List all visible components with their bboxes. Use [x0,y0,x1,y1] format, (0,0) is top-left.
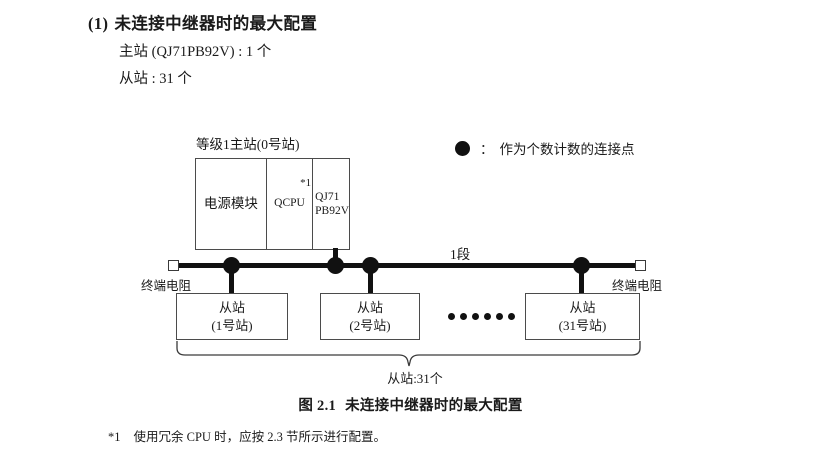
rack-cell-power-module: 电源模块 [196,159,267,249]
connection-dot-slave31 [573,257,590,274]
spec-master-count: 主站 (QJ71PB92V) : 1 个 [119,44,272,60]
slave-2-station: (2号站) [349,317,391,333]
slave-31-station: (31号站) [558,317,607,333]
ellipsis-dot [496,313,503,320]
slaves-group-brace-icon [176,341,641,367]
footnote-text: 使用冗余 CPU 时，应按 2.3 节所示进行配置。 [133,430,386,444]
terminating-resistor-right-icon [635,260,646,271]
bus-trunk-line [178,263,636,268]
legend-label: 作为个数计数的连接点 [499,142,635,157]
footnote-marker: *1 [108,430,121,444]
network-module-label: QJ71 PB92V [315,190,349,219]
figure-caption: 图 2.1 未连接中继器时的最大配置 [0,394,821,415]
slaves-group-label: 从站:31个 [387,371,443,386]
slave-31-name: 从站 [569,299,596,315]
slaves-ellipsis-icon [448,313,515,320]
terminating-resistor-left-label: 终端电阻 [141,279,192,293]
power-module-label: 电源模块 [203,196,258,212]
slave-2-name: 从站 [356,299,383,315]
slave-station-box-1: 从站 (1号站) [176,293,288,340]
master-station-caption: 等级1主站(0号站) [196,137,300,152]
rack-cell-network-module: QJ71 PB92V [313,159,349,249]
network-module-line2: PB92V [315,205,349,217]
network-module-line1: QJ71 [315,190,340,203]
slave-1-station: (1号站) [211,317,253,333]
ellipsis-dot [472,313,479,320]
section-title: 未连接中继器时的最大配置 [114,14,318,33]
legend: ： 作为个数计数的连接点 [455,138,635,158]
section-heading: (1) 未连接中继器时的最大配置 [88,10,317,34]
segment-label: 1段 [450,247,471,262]
cpu-label: QCPU [274,197,305,210]
ellipsis-dot [484,313,491,320]
ellipsis-dot [508,313,515,320]
master-rack: 电源模块 QCPU *1 QJ71 PB92V [195,158,350,250]
spec-slave-count: 从站 : 31 个 [119,71,192,87]
cpu-footnote-marker: *1 [300,177,312,189]
terminating-resistor-left-icon [168,260,179,271]
rack-cell-cpu: QCPU *1 [267,159,314,249]
slave1-drop-stem [229,266,234,294]
slave-station-box-2: 从站 (2号站) [320,293,420,340]
slave31-drop-stem [579,266,584,294]
legend-colon: ： [480,142,494,157]
figure-title: 未连接中继器时的最大配置 [345,398,523,414]
section-number: (1) [88,14,109,33]
terminating-resistor-right-label: 终端电阻 [612,279,663,293]
connection-dot-slave2 [362,257,379,274]
slave-1-name: 从站 [218,299,245,315]
ellipsis-dot [460,313,467,320]
figure-number: 图 2.1 [298,398,337,414]
slave-station-box-31: 从站 (31号站) [525,293,640,340]
ellipsis-dot [448,313,455,320]
footnote: *1 使用冗余 CPU 时，应按 2.3 节所示进行配置。 [108,426,386,445]
connection-dot-slave1 [223,257,240,274]
connection-point-icon [455,140,470,156]
connection-dot-master [327,257,344,274]
slave2-drop-stem [368,266,373,294]
